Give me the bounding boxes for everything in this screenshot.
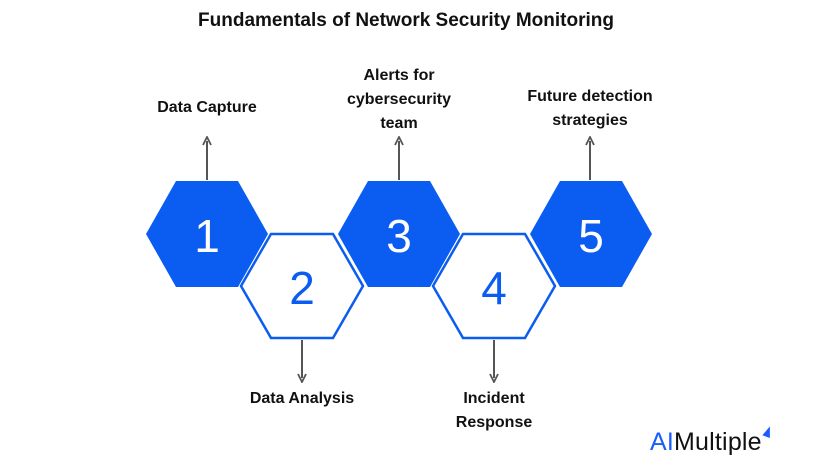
diagram-title: Fundamentals of Network Security Monitor…: [198, 10, 614, 31]
step-label-1: Data Capture: [157, 99, 257, 116]
aimultiple-logo: AIMultiple: [650, 424, 774, 457]
step-label-3: Alerts for cybersecurity team: [346, 67, 452, 132]
logo-prefix: AI: [650, 428, 675, 456]
logo-suffix: Multiple: [674, 428, 762, 456]
hexagon-number-4: 4: [481, 262, 507, 314]
step-label-2: Data Analysis: [249, 390, 355, 407]
hexagon-step-5: 5: [530, 181, 652, 287]
step-label-5: Future detection strategies: [527, 88, 653, 129]
step-label-4: Incident Response: [455, 390, 533, 431]
hexagon-number-5: 5: [578, 210, 604, 262]
hexagon-step-2: 2: [239, 232, 365, 340]
hexagon-step-3: 3: [338, 181, 460, 287]
hexagon-step-1: 1: [146, 181, 268, 287]
hexagon-step-4: 4: [431, 232, 557, 340]
hexagon-number-1: 1: [194, 210, 220, 262]
hexagon-number-2: 2: [289, 262, 315, 314]
hexagon-number-3: 3: [386, 210, 412, 262]
